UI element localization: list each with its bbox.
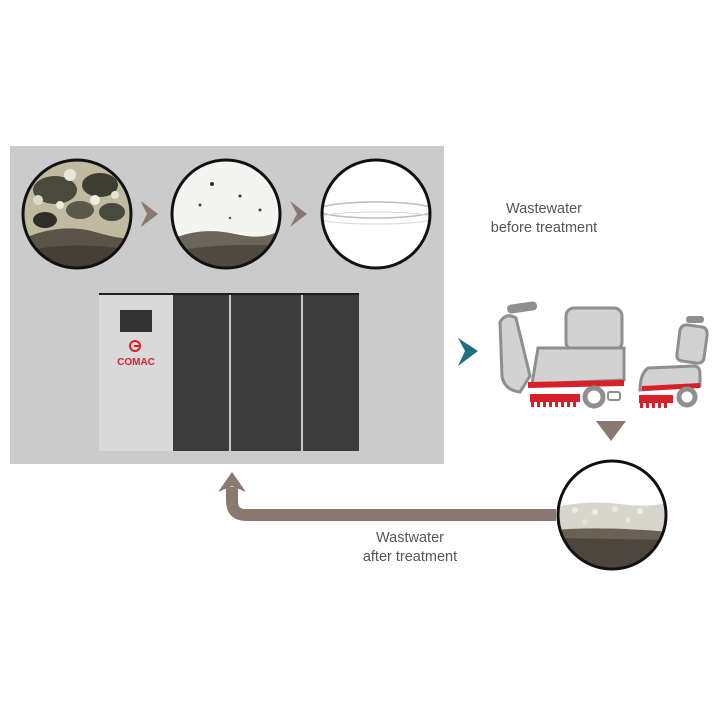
label-before-line2: before treatment <box>490 220 598 236</box>
scrubber-machine-compact <box>638 316 709 408</box>
scrubber-machine-large <box>498 301 626 409</box>
clear-water-sample <box>320 158 432 270</box>
arrow-right-icon <box>458 338 478 366</box>
label-before-treatment: Wastewater before treatment <box>464 200 624 238</box>
partially-settled-sample <box>170 158 282 270</box>
tank-module-3 <box>303 293 359 451</box>
brand-wordmark: COMAC <box>117 357 155 368</box>
chevron-right-icon-body <box>141 201 158 227</box>
return-flow-arrow <box>226 487 556 521</box>
chevron-right-icon <box>141 202 154 226</box>
control-screen <box>120 310 152 332</box>
treatment-unit: COMAC <box>99 293 359 451</box>
tank-module-2 <box>231 293 301 451</box>
label-after-treatment: Wastwater after treatment <box>330 529 490 567</box>
sludge-heavy-sample <box>21 158 133 270</box>
label-before-line1: Wastewater <box>505 201 582 217</box>
treated-water-sample <box>556 459 668 571</box>
label-after-line2: after treatment <box>362 549 458 565</box>
chevron-right-icon-2 <box>290 201 307 227</box>
label-after-line1: Wastwater <box>376 530 444 546</box>
arrow-up-icon <box>218 472 246 492</box>
tank-module-1 <box>173 293 229 451</box>
arrow-down-icon-head <box>596 421 626 441</box>
comac-logo: COMAC <box>117 340 155 368</box>
